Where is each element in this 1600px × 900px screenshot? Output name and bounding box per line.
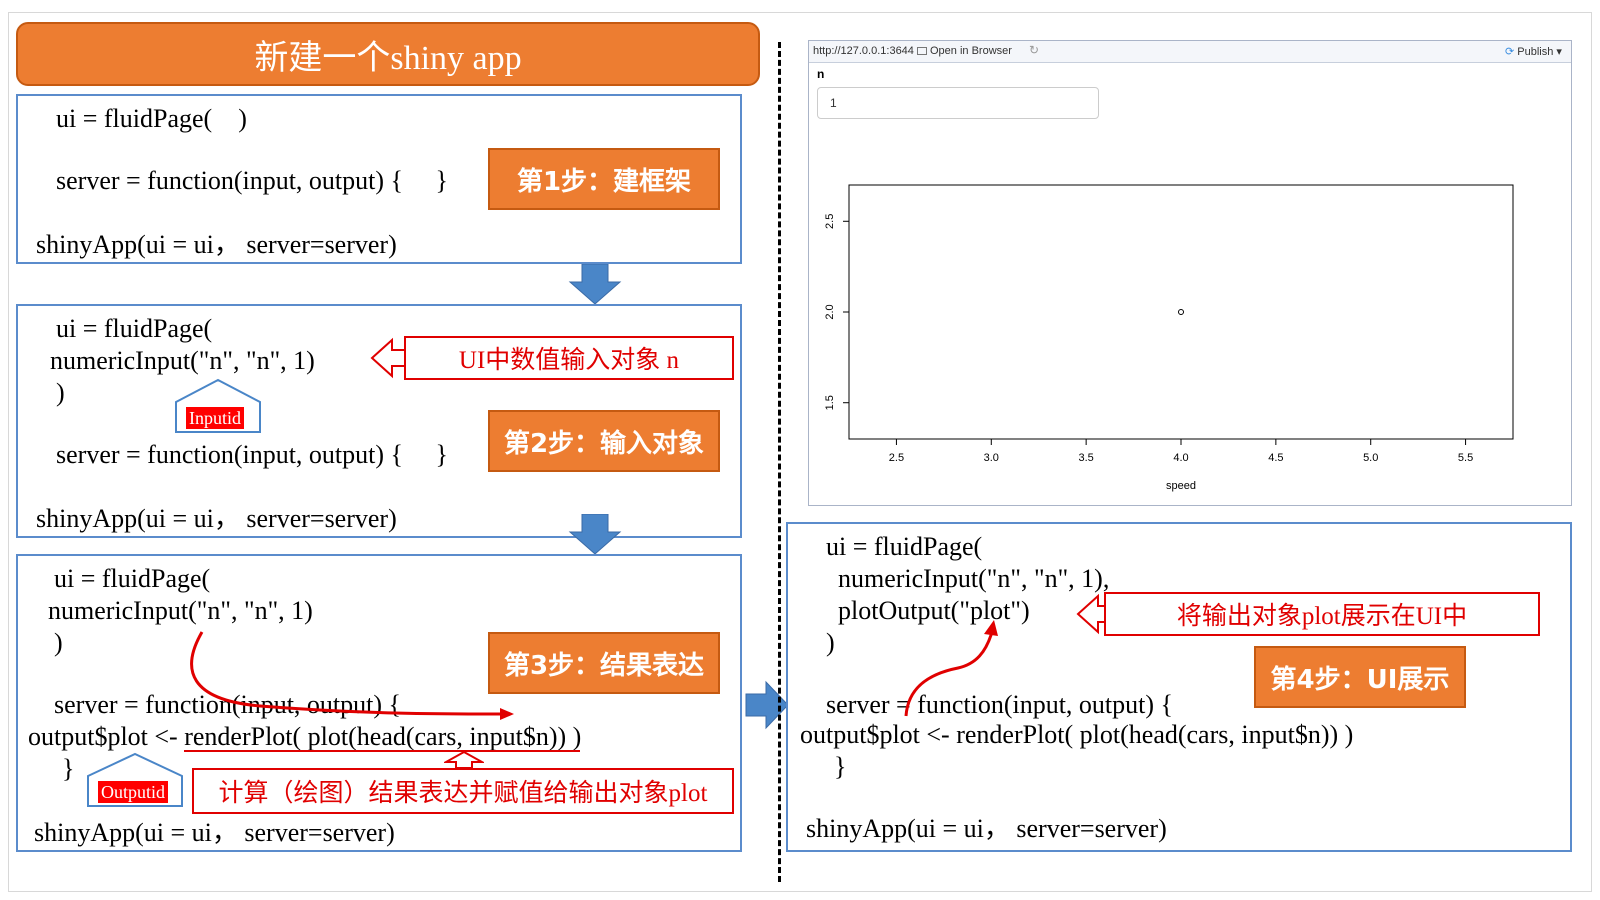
publish-button[interactable]: ⟳ Publish ▾ (1505, 46, 1562, 58)
x-tick-label: 5.0 (1363, 452, 1378, 464)
url-text[interactable]: http://127.0.0.1:3644 (813, 45, 914, 57)
inputid-tag: Inputid (186, 407, 244, 429)
step3-shinyapp-line: shinyApp(ui = ui， server=server) (34, 818, 395, 847)
step4-numericinput-line: numericInput("n", "n", 1), (838, 564, 1110, 593)
publish-icon: ⟳ (1505, 46, 1515, 58)
step1-ui-line: ui = fluidPage( ) (56, 104, 247, 133)
x-tick-label: 5.5 (1458, 452, 1473, 464)
x-tick-label: 4.5 (1268, 452, 1283, 464)
step3-renderplot-line: output$plot <- renderPlot( plot(head(car… (28, 722, 582, 751)
outputid-tag: Outputid (98, 781, 169, 803)
step4-renderplot-line: output$plot <- renderPlot( plot(head(car… (800, 720, 1354, 749)
step4-server-line: server = function(input, output) { (826, 690, 1174, 719)
numeric-input[interactable]: 1 (817, 87, 1099, 119)
input-label: n (817, 67, 825, 81)
x-tick-label: 3.0 (984, 452, 999, 464)
step1-server-line: server = function(input, output) { } (56, 166, 448, 195)
step4-note: 将输出对象plot展示在UI中 (1104, 592, 1540, 636)
step2-note: UI中数值输入对象 n (404, 336, 734, 380)
y-tick-label: 2.5 (824, 214, 836, 229)
step2-label: 第2步：输入对象 (488, 410, 720, 472)
x-tick-label: 3.5 (1078, 452, 1093, 464)
browser-toolbar: http://127.0.0.1:3644 Open in Browser ↻ … (809, 41, 1571, 63)
divider-dashed (778, 42, 781, 882)
down-arrow-icon (568, 514, 622, 555)
step2-panel: ui = fluidPage( numericInput("n", "n", 1… (16, 304, 742, 538)
step4-ui-line: ui = fluidPage( (826, 532, 983, 561)
step4-plotoutput-line: plotOutput("plot") (838, 596, 1030, 625)
step2-shinyapp-line: shinyApp(ui = ui， server=server) (36, 504, 397, 533)
step2-ui-line: ui = fluidPage( (56, 314, 213, 343)
x-tick-label: 2.5 (889, 452, 904, 464)
slide-title: 新建一个shiny app (16, 22, 760, 86)
step3-note: 计算（绘图）结果表达并赋值给输出对象plot (192, 768, 734, 814)
step2-close-paren: ) (56, 378, 65, 407)
step1-panel: ui = fluidPage( ) server = function(inpu… (16, 94, 742, 264)
x-tick-label: 4.0 (1173, 452, 1188, 464)
step1-shinyapp-line: shinyApp(ui = ui， server=server) (36, 230, 397, 259)
step2-numericinput-line: numericInput("n", "n", 1) (50, 346, 315, 375)
step3-close-brace: } (62, 754, 75, 783)
plot-box (848, 184, 1514, 440)
right-arrow-icon (745, 680, 789, 730)
y-tick-label: 1.5 (824, 395, 836, 410)
down-arrow-icon (568, 264, 622, 305)
step2-server-line: server = function(input, output) { } (56, 440, 448, 469)
red-curve-arrow (904, 620, 998, 717)
data-point (1178, 309, 1184, 315)
refresh-icon[interactable]: ↻ (1029, 43, 1040, 57)
step3-close-paren: ) (54, 628, 63, 657)
open-in-browser-button[interactable]: Open in Browser (917, 45, 1012, 57)
red-curve-arrow (190, 631, 514, 720)
step4-label: 第4步：UI展示 (1254, 646, 1466, 708)
shiny-app-window: http://127.0.0.1:3644 Open in Browser ↻ … (808, 40, 1572, 506)
scatter-plot: 2.5 3.0 3.5 4.0 4.5 5.0 5.5 1.5 2.0 2.5 speed dist (809, 184, 1514, 492)
up-arrow-icon (444, 751, 484, 769)
step4-close-paren: ) (826, 628, 835, 657)
step4-shinyapp-line: shinyApp(ui = ui， server=server) (806, 814, 1167, 843)
step3-label: 第3步：结果表达 (488, 632, 720, 694)
step3-numericinput-line: numericInput("n", "n", 1) (48, 596, 313, 625)
window-icon (917, 47, 927, 55)
step1-label: 第1步：建框架 (488, 148, 720, 210)
renderplot-underline (184, 750, 580, 752)
y-tick-label: 2.0 (824, 304, 836, 319)
chevron-down-icon: ▾ (1556, 46, 1562, 58)
step3-ui-line: ui = fluidPage( (54, 564, 211, 593)
slide-frame (8, 12, 1592, 892)
step3-server-line: server = function(input, output) { (54, 690, 402, 719)
y-axis-label: dist (809, 303, 812, 320)
step4-close-brace: } (834, 752, 847, 781)
x-axis-label: speed (1166, 480, 1196, 492)
